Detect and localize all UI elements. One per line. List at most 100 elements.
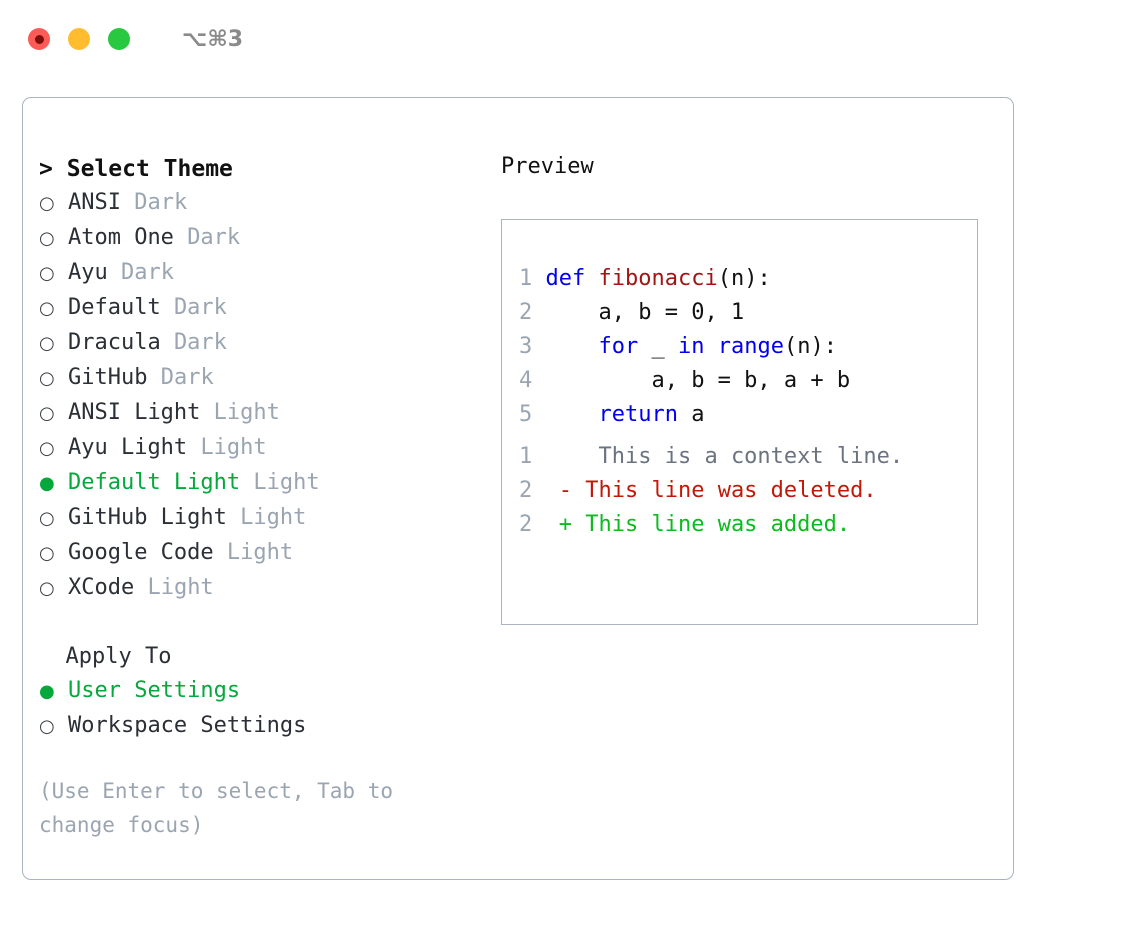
code-token: def <box>545 266 599 291</box>
theme-variant-tag: Light <box>147 575 214 600</box>
diff-marker: + <box>558 512 572 537</box>
theme-list-item[interactable]: ○ Default Dark <box>39 291 489 326</box>
theme-selection-column: > Select Theme ○ ANSI Dark○ Atom One Dar… <box>39 152 489 842</box>
theme-name: Default <box>67 295 161 320</box>
theme-list-item[interactable]: ● Default Light Light <box>39 466 489 501</box>
code-token: fibonacci <box>598 266 718 291</box>
code-line: 1 def fibonacci(n): <box>519 262 850 296</box>
diff-line: 2 - This line was deleted. <box>519 474 903 508</box>
code-line: 5 return a <box>519 398 850 432</box>
apply-to-title: Apply To <box>65 644 172 669</box>
preview-title: Preview <box>501 154 594 179</box>
code-token: return <box>598 402 678 427</box>
maximize-window-button[interactable] <box>108 28 130 50</box>
theme-name: Ayu <box>67 260 108 285</box>
close-window-button[interactable] <box>28 28 50 50</box>
code-token: a <box>677 402 705 427</box>
keyboard-hint: (Use Enter to select, Tab to change focu… <box>39 779 406 837</box>
spacer <box>55 435 68 460</box>
theme-list-item[interactable]: ○ ANSI Light Light <box>39 396 489 431</box>
title-bar: ⌥⌘3 <box>0 0 1140 78</box>
apply-to-item[interactable]: ● User Settings <box>39 674 489 709</box>
spacer <box>55 470 68 495</box>
theme-variant-tag: Light <box>226 540 294 565</box>
radio-unselected-icon: ○ <box>39 228 55 249</box>
theme-name: GitHub <box>67 365 148 390</box>
diff-line: 2 + This line was added. <box>519 508 903 542</box>
radio-unselected-icon: ○ <box>39 263 55 284</box>
theme-list-item[interactable]: ○ Ayu Light Light <box>39 431 489 466</box>
theme-list-item[interactable]: ○ XCode Light <box>39 571 489 606</box>
spacer <box>200 400 213 425</box>
code-token: for <box>598 334 639 359</box>
spacer <box>187 435 200 460</box>
theme-list-item[interactable]: ○ Ayu Dark <box>39 256 489 291</box>
theme-variant-tag: Light <box>213 400 280 425</box>
spacer <box>227 505 240 530</box>
theme-list-item[interactable]: ○ Atom One Dark <box>39 221 489 256</box>
line-number: 2 <box>519 300 546 325</box>
theme-list-item[interactable]: ○ GitHub Light Light <box>39 501 489 536</box>
diff-marker: - <box>558 478 572 503</box>
apply-to-label: User Settings <box>67 678 241 703</box>
diff-preview: 1 This is a context line.2 - This line w… <box>519 440 903 542</box>
radio-unselected-icon: ○ <box>39 298 55 319</box>
panel-columns: > Select Theme ○ ANSI Dark○ Atom One Dar… <box>23 98 1013 879</box>
code-line: 2 a, b = 0, 1 <box>519 296 850 330</box>
radio-unselected-icon: ○ <box>39 508 55 529</box>
radio-unselected-icon: ○ <box>39 578 55 599</box>
line-number: 1 <box>519 266 546 291</box>
spacer <box>55 678 68 703</box>
spacer <box>55 575 68 600</box>
theme-name: GitHub Light <box>67 505 227 530</box>
theme-list-item[interactable]: ○ ANSI Dark <box>39 186 489 221</box>
diff-marker <box>559 444 572 469</box>
radio-unselected-icon: ○ <box>39 543 55 564</box>
radio-unselected-icon: ○ <box>39 368 55 389</box>
theme-name: Dracula <box>67 330 161 355</box>
theme-variant-tag: Dark <box>173 330 227 355</box>
apply-to-list: ● User Settings○ Workspace Settings <box>39 674 489 744</box>
preview-column: Preview 1 def fibonacci(n):2 a, b = 0, 1… <box>501 152 1001 625</box>
radio-unselected-icon: ○ <box>39 438 55 459</box>
code-token: (n): <box>717 266 771 291</box>
theme-name: Atom One <box>67 225 174 250</box>
window-controls <box>28 28 130 50</box>
spacer <box>121 190 134 215</box>
spacer <box>55 295 68 320</box>
theme-variant-tag: Dark <box>160 365 214 390</box>
theme-list-item[interactable]: ○ GitHub Dark <box>39 361 489 396</box>
line-number: 5 <box>519 402 546 427</box>
code-token: in <box>677 334 705 359</box>
radio-selected-icon: ● <box>39 473 55 494</box>
spacer <box>55 365 68 390</box>
theme-name: ANSI Light <box>67 400 201 425</box>
theme-name: ANSI <box>67 190 121 215</box>
code-token: a, b = b, a + b <box>545 368 851 393</box>
apply-to-item[interactable]: ○ Workspace Settings <box>39 709 489 744</box>
theme-variant-tag: Dark <box>134 190 188 215</box>
radio-unselected-icon: ○ <box>39 716 55 737</box>
theme-name: Default Light <box>67 470 241 495</box>
theme-name: Ayu Light <box>67 435 188 460</box>
code-token <box>546 334 599 359</box>
radio-selected-icon: ● <box>39 681 55 702</box>
apply-to-header: Apply To <box>39 640 489 674</box>
minimize-window-button[interactable] <box>68 28 90 50</box>
keyboard-shortcut-label: ⌥⌘3 <box>182 26 244 52</box>
spacer <box>55 190 68 215</box>
spacer <box>108 260 121 285</box>
theme-variant-tag: Light <box>240 505 307 530</box>
select-theme-header: > Select Theme <box>39 152 489 186</box>
spacer <box>55 225 68 250</box>
radio-unselected-icon: ○ <box>39 333 55 354</box>
line-number: 1 <box>519 444 559 469</box>
theme-name: Google Code <box>67 540 214 565</box>
theme-list-item[interactable]: ○ Dracula Dark <box>39 326 489 361</box>
theme-variant-tag: Light <box>253 470 320 495</box>
theme-variant-tag: Dark <box>187 225 241 250</box>
line-number: 2 <box>519 478 559 503</box>
spacer <box>161 330 174 355</box>
theme-list-item[interactable]: ○ Google Code Light <box>39 536 489 571</box>
